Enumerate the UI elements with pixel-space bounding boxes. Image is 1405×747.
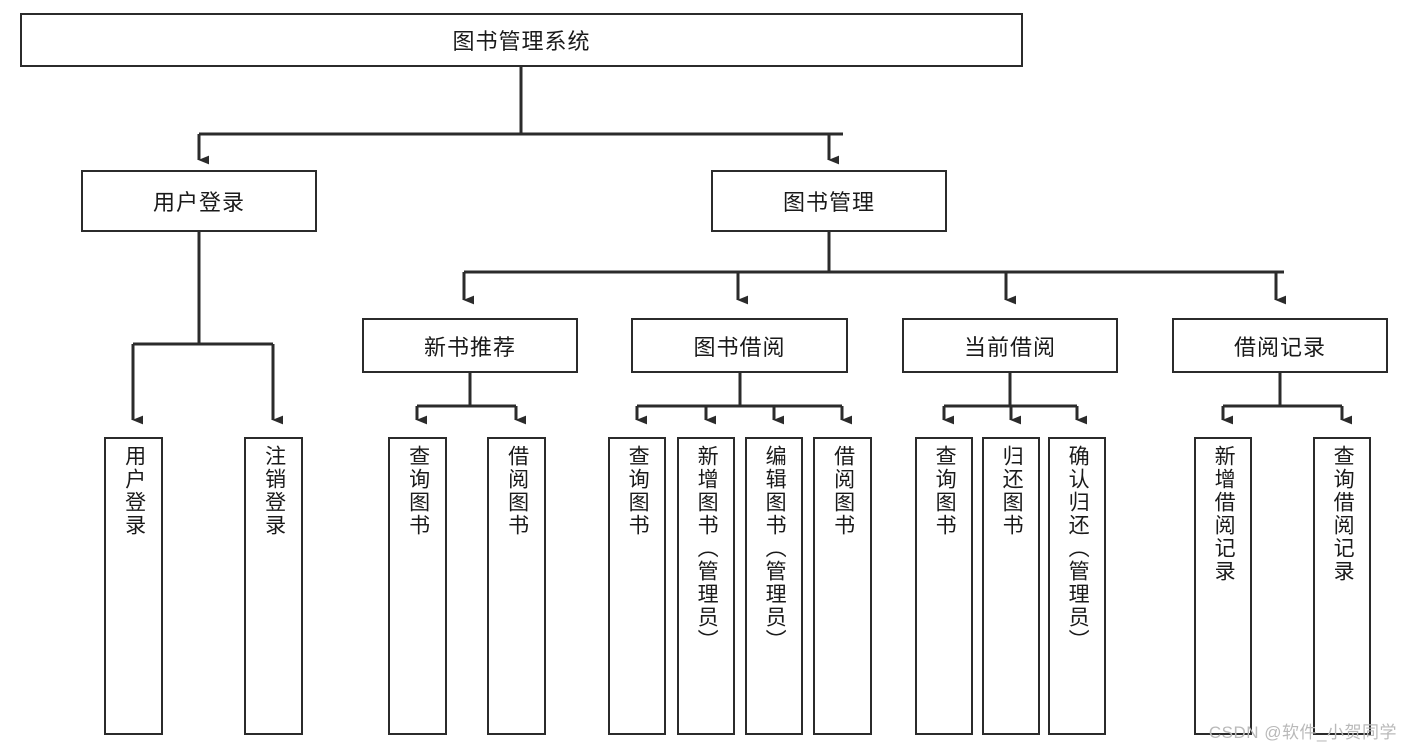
- node-book-manage[interactable]: 图书管理: [711, 170, 947, 232]
- connector-root-to-level2: [197, 67, 843, 165]
- node-leaf-user-login[interactable]: 用户登录: [104, 437, 163, 735]
- node-new-book-recommend-label: 新书推荐: [423, 334, 516, 360]
- node-leaf-logout[interactable]: 注销登录: [244, 437, 303, 735]
- node-leaf-confirm-return[interactable]: 确认归还（管理员）: [1048, 437, 1106, 735]
- node-leaf-edit-book[interactable]: 编辑图书（管理员）: [745, 437, 803, 735]
- node-leaf-borrow-book-recommend-label: 借阅图书: [505, 445, 529, 537]
- node-root[interactable]: 图书管理系统: [20, 13, 1023, 67]
- node-leaf-query-book-borrow-label: 查询图书: [626, 445, 650, 537]
- node-leaf-confirm-return-label: 确认归还（管理员）: [1066, 445, 1090, 652]
- node-current-borrow-label: 当前借阅: [963, 334, 1056, 360]
- connector-newbook-to-leaves: [415, 373, 527, 425]
- node-user-login-label: 用户登录: [152, 190, 245, 215]
- node-leaf-add-book[interactable]: 新增图书（管理员）: [677, 437, 735, 735]
- node-current-borrow[interactable]: 当前借阅: [902, 318, 1118, 373]
- node-leaf-borrow-book-recommend[interactable]: 借阅图书: [487, 437, 546, 735]
- node-leaf-query-borrow-record-label: 查询借阅记录: [1331, 445, 1355, 583]
- node-root-label: 图书管理系统: [452, 29, 591, 54]
- connector-bookmanage-to-level3: [462, 232, 1287, 305]
- node-leaf-return-book[interactable]: 归还图书: [982, 437, 1040, 735]
- node-leaf-add-book-label: 新增图书（管理员）: [695, 445, 719, 652]
- node-borrow-record[interactable]: 借阅记录: [1172, 318, 1388, 373]
- node-leaf-query-borrow-record[interactable]: 查询借阅记录: [1313, 437, 1371, 735]
- node-leaf-query-book-recommend-label: 查询图书: [406, 445, 430, 537]
- node-borrow-record-label: 借阅记录: [1233, 334, 1326, 360]
- connector-userlogin-to-leaves: [131, 232, 284, 425]
- node-book-borrow-label: 图书借阅: [693, 334, 786, 360]
- node-user-login[interactable]: 用户登录: [81, 170, 317, 232]
- node-new-book-recommend[interactable]: 新书推荐: [362, 318, 578, 373]
- node-leaf-edit-book-label: 编辑图书（管理员）: [763, 445, 787, 652]
- node-book-borrow[interactable]: 图书借阅: [631, 318, 848, 373]
- connector-borrowrecord-to-leaves: [1221, 373, 1353, 425]
- connector-currentborrow-to-leaves: [942, 373, 1088, 425]
- node-leaf-return-book-label: 归还图书: [1000, 445, 1024, 537]
- node-leaf-add-borrow-record[interactable]: 新增借阅记录: [1194, 437, 1252, 735]
- node-leaf-query-book-borrow[interactable]: 查询图书: [608, 437, 666, 735]
- node-leaf-logout-label: 注销登录: [262, 445, 286, 537]
- node-leaf-user-login-label: 用户登录: [122, 445, 146, 537]
- node-leaf-borrow-book-label: 借阅图书: [831, 445, 855, 537]
- node-leaf-query-book-current-label: 查询图书: [933, 445, 957, 537]
- node-leaf-add-borrow-record-label: 新增借阅记录: [1212, 445, 1236, 583]
- node-leaf-query-book-recommend[interactable]: 查询图书: [388, 437, 447, 735]
- node-leaf-query-book-current[interactable]: 查询图书: [915, 437, 973, 735]
- csdn-watermark: CSDN @软件_小贺同学: [1208, 723, 1397, 742]
- connector-bookborrow-to-leaves: [635, 373, 853, 425]
- node-leaf-borrow-book[interactable]: 借阅图书: [813, 437, 872, 735]
- node-book-manage-label: 图书管理: [782, 190, 875, 215]
